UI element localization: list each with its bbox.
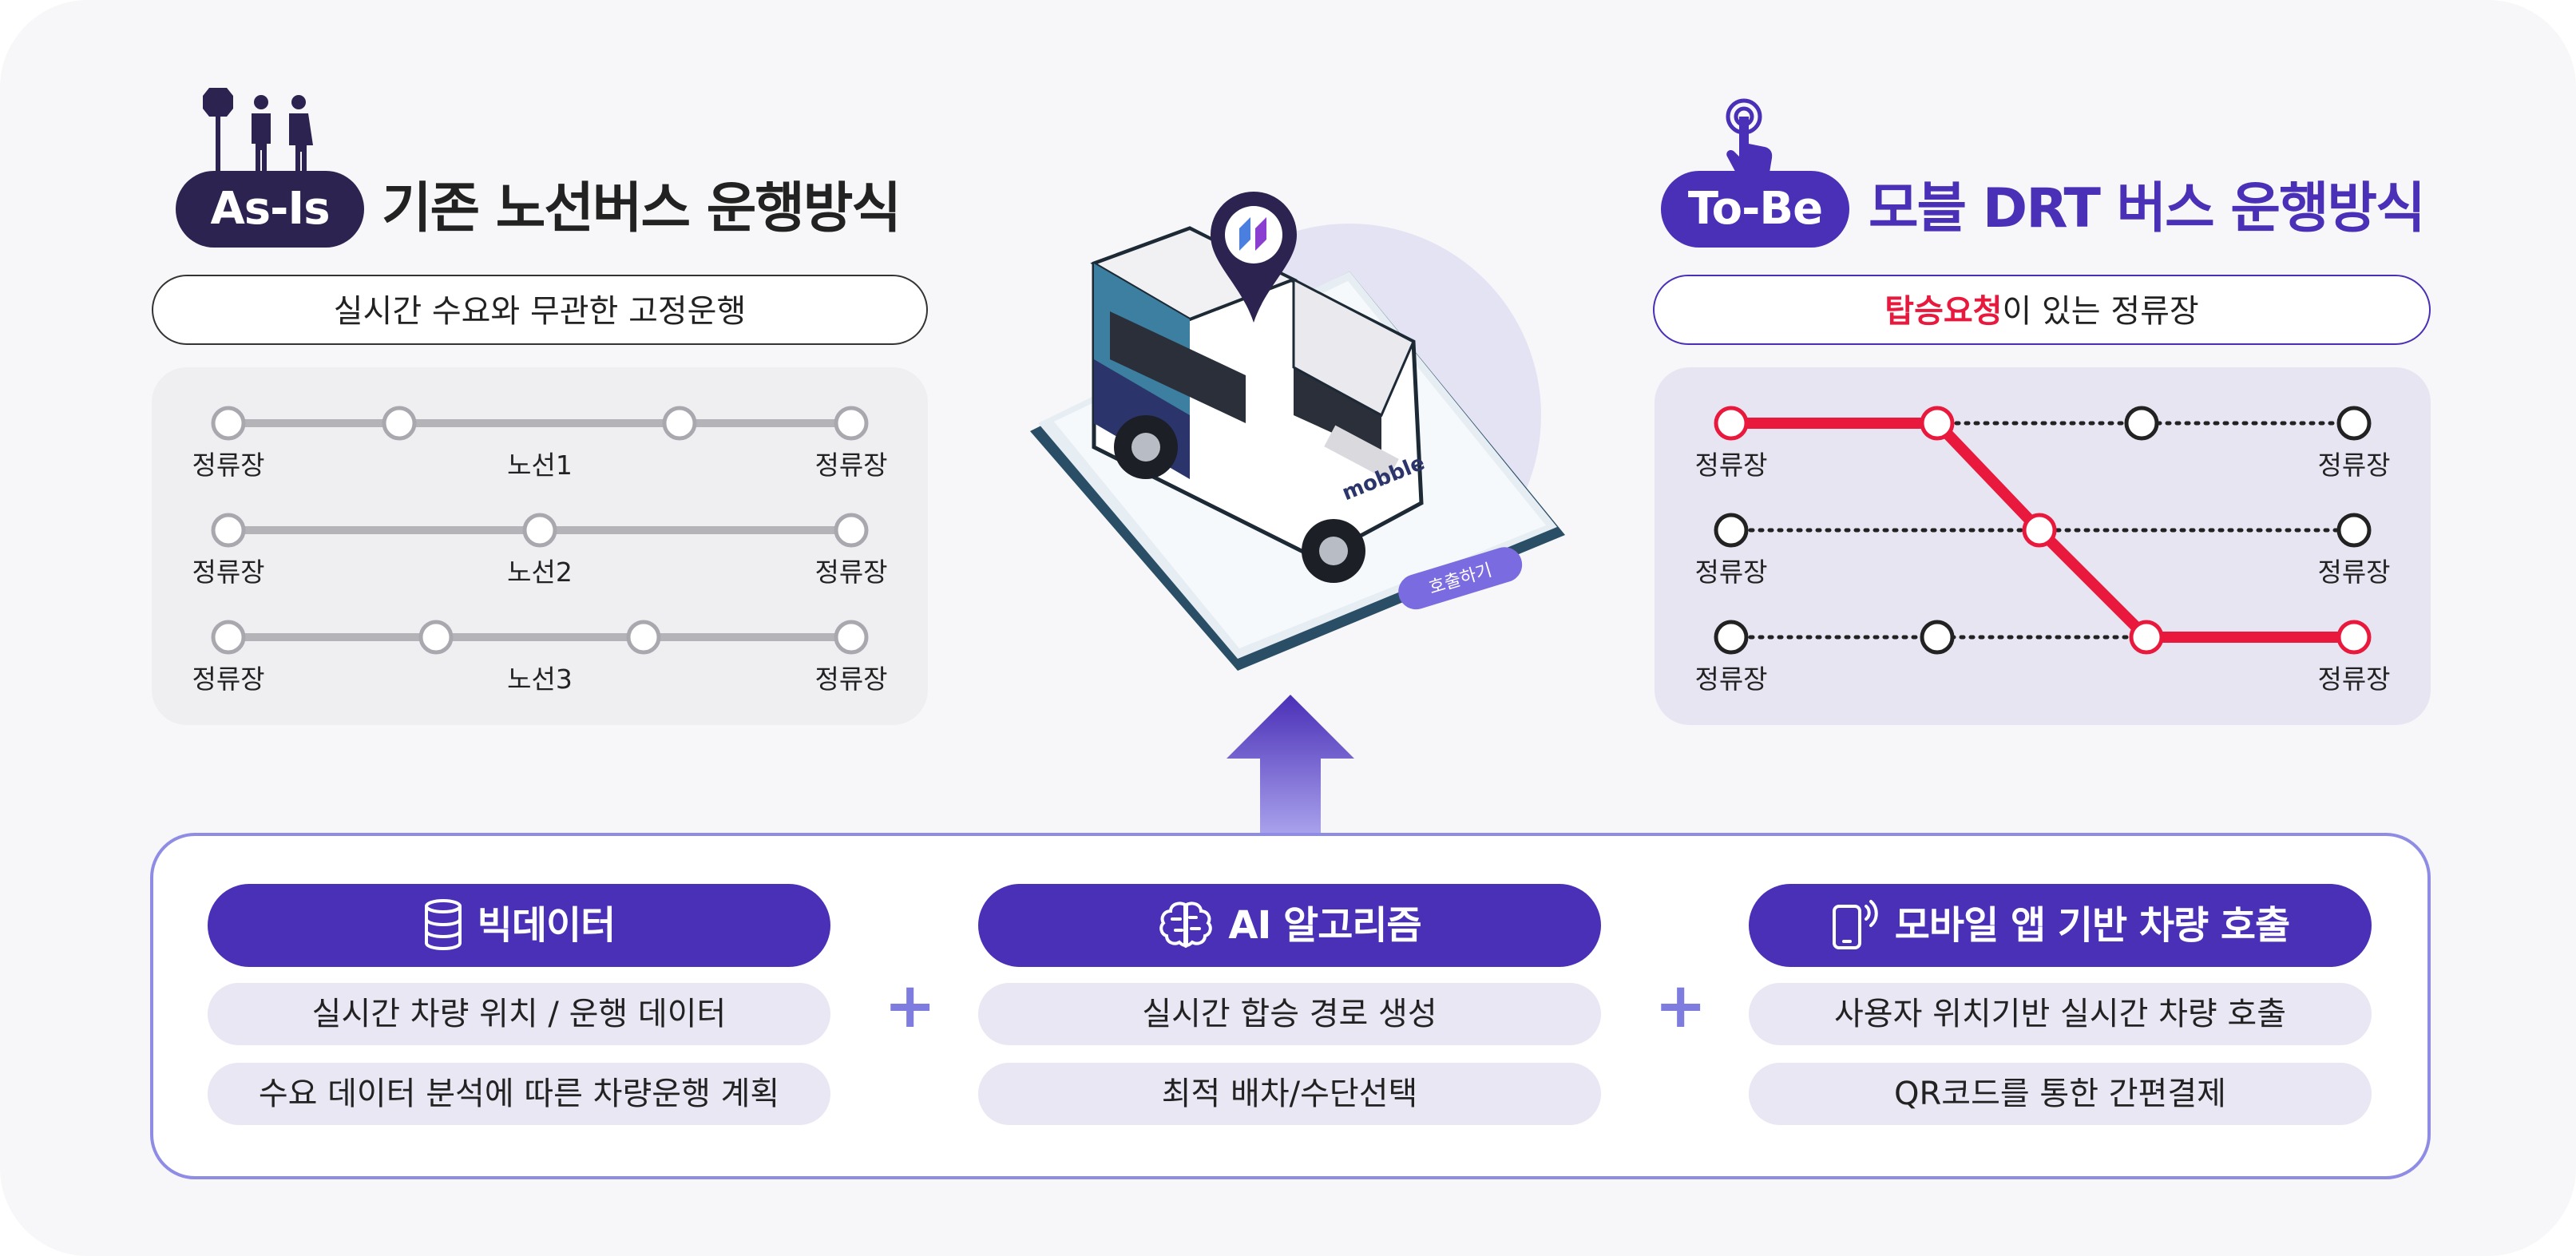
drt-van-on-phone-illustration: 호출하기 mobble <box>1030 192 1565 671</box>
tobe-row2-end-label: 정류장 <box>2317 557 2390 588</box>
feature-big-data: 빅데이터 실시간 차량 위치 / 운행 데이터 수요 데이터 분석에 따른 차량… <box>208 884 830 1125</box>
feature-big-data-item-2: 수요 데이터 분석에 따른 차량운행 계획 <box>208 1063 830 1125</box>
route1-stop-4 <box>834 406 869 441</box>
feature-big-data-title: 빅데이터 <box>477 903 616 948</box>
database-icon <box>424 899 462 951</box>
tobe-row3-end-label: 정류장 <box>2317 664 2390 695</box>
route3-stop-4 <box>834 620 869 655</box>
route3-end-label: 정류장 <box>814 664 887 695</box>
feature-ai-algorithm-item-2: 최적 배차/수단선택 <box>978 1063 1601 1125</box>
route2-stop-1 <box>211 513 246 548</box>
requested-stop-1 <box>1714 406 1749 441</box>
tap-hand-icon <box>1726 98 1773 177</box>
as-is-route-panel: 정류장 노선1 정류장 정류장 노선2 정류장 정류장 노선3 정류장 <box>152 367 928 725</box>
to-be-badge: To-Be <box>1661 171 1849 248</box>
idle-stop-2 <box>2336 406 2372 441</box>
route1-stop-3 <box>662 406 697 441</box>
route1-start-label: 정류장 <box>192 450 264 481</box>
requested-stop-4 <box>2129 620 2164 655</box>
route1-stop-1 <box>211 406 246 441</box>
to-be-subtitle-rest: 이 있는 정류장 <box>2002 293 2199 330</box>
upward-arrow-icon <box>1227 695 1354 834</box>
feature-big-data-item-1: 실시간 차량 위치 / 운행 데이터 <box>208 983 830 1045</box>
as-is-subtitle: 실시간 수요와 무관한 고정운행 <box>152 275 928 345</box>
as-is-badge: As-Is <box>176 171 364 248</box>
route3-stop-2 <box>418 620 454 655</box>
to-be-route-panel: 정류장 정류장 정류장 정류장 정류장 정류장 <box>1655 367 2431 725</box>
requested-stop-5 <box>2336 620 2372 655</box>
feature-mobile-app-item-2: QR코드를 통한 간편결제 <box>1749 1063 2372 1125</box>
route3-stop-3 <box>626 620 661 655</box>
route1-name: 노선1 <box>507 450 573 481</box>
feature-mobile-app-item-1: 사용자 위치기반 실시간 차량 호출 <box>1749 983 2372 1045</box>
as-is-title: 기존 노선버스 운행방식 <box>382 177 902 240</box>
route2-stop-3 <box>834 513 869 548</box>
route1-end-label: 정류장 <box>814 450 887 481</box>
tobe-row1-end-label: 정류장 <box>2317 450 2390 481</box>
route3-stop-1 <box>211 620 246 655</box>
feature-mobile-app-header: 모바일 앱 기반 차량 호출 <box>1749 884 2372 967</box>
bus-stop-people-icon <box>203 88 313 174</box>
tobe-row2-start-label: 정류장 <box>1694 557 1767 588</box>
route3-name: 노선3 <box>507 664 573 695</box>
tobe-row3-start-label: 정류장 <box>1694 664 1767 695</box>
idle-stop-5 <box>1714 620 1749 655</box>
idle-stop-1 <box>2124 406 2159 441</box>
to-be-title: 모블 DRT 버스 운행방식 <box>1869 177 2426 240</box>
feature-mobile-app: 모바일 앱 기반 차량 호출 사용자 위치기반 실시간 차량 호출 QR코드를 … <box>1749 884 2372 1125</box>
smartphone-icon <box>1832 900 1878 949</box>
feature-mobile-app-title: 모바일 앱 기반 차량 호출 <box>1894 903 2290 948</box>
requested-stop-2 <box>1920 406 1955 441</box>
to-be-subtitle-highlight: 탑승요청 <box>1884 293 2003 330</box>
route1-stop-2 <box>382 406 417 441</box>
plus-sign-1: + <box>884 970 937 1042</box>
route2-end-label: 정류장 <box>814 557 887 588</box>
route3-start-label: 정류장 <box>192 664 264 695</box>
to-be-subtitle: 탑승요청이 있는 정류장 <box>1653 275 2431 345</box>
route2-name: 노선2 <box>507 557 573 588</box>
brain-icon <box>1159 901 1213 948</box>
route2-stop-2 <box>522 513 557 548</box>
feature-ai-algorithm-item-1: 실시간 합승 경로 생성 <box>978 983 1601 1045</box>
requested-stop-3 <box>2022 513 2057 548</box>
feature-ai-algorithm-header: AI 알고리즘 <box>978 884 1601 967</box>
idle-stop-6 <box>1920 620 1955 655</box>
plus-sign-2: + <box>1655 970 1707 1042</box>
idle-stop-3 <box>1714 513 1749 548</box>
idle-stop-4 <box>2336 513 2372 548</box>
route2-start-label: 정류장 <box>192 557 264 588</box>
location-pin-icon <box>1211 192 1297 323</box>
feature-big-data-header: 빅데이터 <box>208 884 830 967</box>
feature-ai-algorithm-title: AI 알고리즘 <box>1228 903 1421 948</box>
tobe-row1-start-label: 정류장 <box>1694 450 1767 481</box>
feature-ai-algorithm: AI 알고리즘 실시간 합승 경로 생성 최적 배차/수단선택 <box>978 884 1601 1125</box>
